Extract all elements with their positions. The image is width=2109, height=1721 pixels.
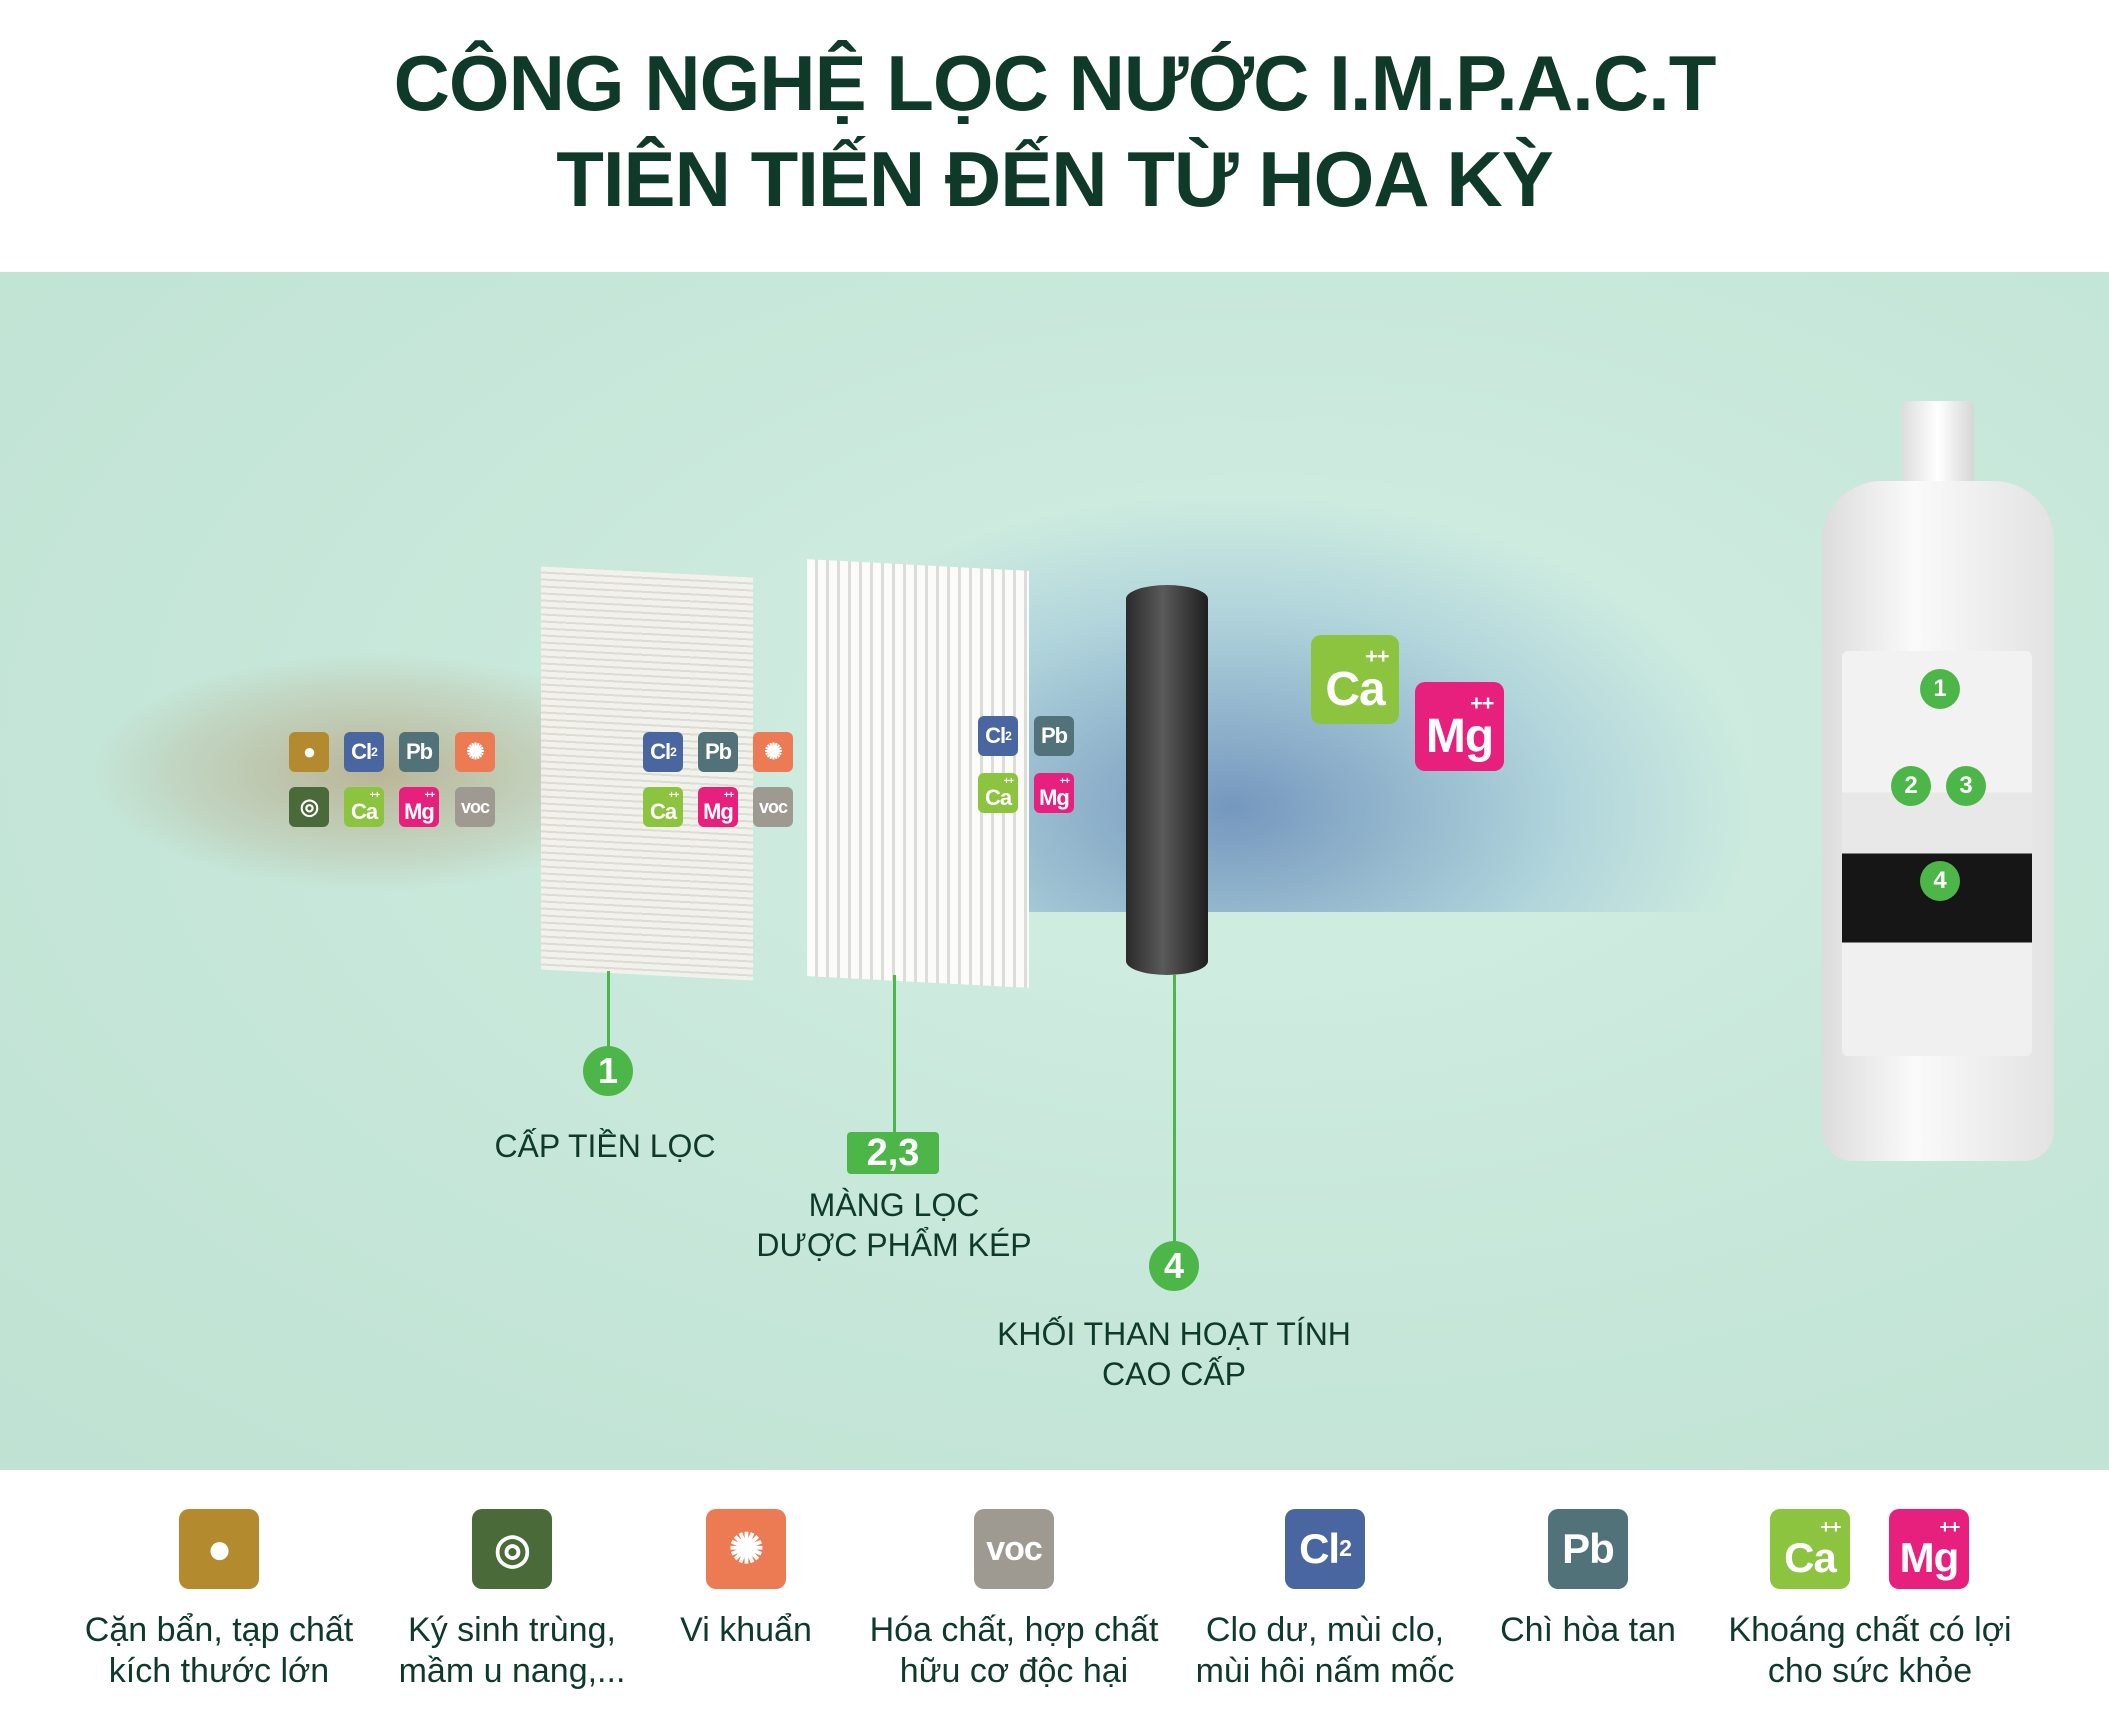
- bacteria-icon: ✺: [706, 1509, 786, 1589]
- charge-label: ++: [1939, 1516, 1960, 1538]
- legend-chlorine: Clo dư, mùi clo,mùi hôi nấm mốc: [1196, 1610, 1455, 1692]
- magnesium-icon: ++Mg: [399, 787, 439, 827]
- charge-label: ++: [1820, 1516, 1841, 1538]
- legend-text: hữu cơ độc hại: [899, 1652, 1129, 1690]
- magnesium-symbol: Mg: [1039, 784, 1070, 810]
- calcium-icon: ++Ca: [1770, 1509, 1850, 1589]
- calcium-symbol: Ca: [984, 784, 1012, 810]
- chlorine-symbol: Cl: [985, 723, 1006, 748]
- lead-icon: Pb: [1034, 716, 1074, 756]
- bacteria-icon: ✺: [753, 732, 793, 772]
- magnesium-symbol: Mg: [404, 798, 435, 824]
- calcium-icon: ++Ca: [978, 773, 1018, 813]
- chlorine-subscript: 2: [371, 744, 378, 759]
- calcium-symbol: Ca: [1784, 1534, 1837, 1582]
- sediment-icon: ●: [179, 1509, 259, 1589]
- stage-2-label-line-2: DƯỢC PHẨM KÉP: [756, 1227, 1032, 1263]
- dirty-water-splash: [90, 652, 570, 892]
- title-line-1: CÔNG NGHỆ LỌC NƯỚC I.M.P.A.C.T: [393, 39, 1717, 127]
- magnesium-icon: ++Mg: [1889, 1509, 1969, 1589]
- stage-2-3-number: 2,3: [847, 1132, 939, 1174]
- stage-1-leader-line: [607, 971, 610, 1049]
- legend-text: Khoáng chất có lợi: [1728, 1611, 2012, 1649]
- cartridge-marker-2: 2: [1891, 766, 1931, 806]
- legend-text: Cặn bẩn, tạp chất: [84, 1611, 354, 1649]
- magnesium-symbol: Mg: [1425, 710, 1494, 764]
- voc-icon: voc: [974, 1509, 1054, 1589]
- legend-text: mùi hôi nấm mốc: [1195, 1652, 1455, 1690]
- bacteria-icon: ✺: [455, 732, 495, 772]
- calcium-icon: ++Ca: [344, 787, 384, 827]
- charge-label: ++: [668, 790, 680, 802]
- prefilter-sheet: [541, 566, 753, 981]
- calcium-symbol: Ca: [1325, 663, 1385, 717]
- chlorine-subscript: 2: [670, 744, 677, 759]
- filter-cartridge: 1 2 3 4: [1822, 401, 2054, 1184]
- sediment-icon: ●: [289, 732, 329, 772]
- calcium-symbol: Ca: [350, 798, 378, 824]
- stage-4-number: 4: [1149, 1241, 1199, 1291]
- charge-label: ++: [424, 790, 436, 802]
- stage-1-number: 1: [583, 1046, 633, 1096]
- chlorine-symbol: Cl: [1299, 1525, 1340, 1572]
- legend-text: Clo dư, mùi clo,: [1205, 1611, 1445, 1649]
- chlorine-subscript: 2: [1339, 1535, 1352, 1562]
- parasite-icon: ◎: [472, 1509, 552, 1589]
- legend-lead: Chì hòa tan: [1500, 1610, 1676, 1651]
- cartridge-marker-1: 1: [1920, 669, 1960, 709]
- lead-icon: Pb: [1548, 1509, 1628, 1589]
- magnesium-symbol: Mg: [703, 798, 734, 824]
- stage-2-leader-line: [893, 975, 896, 1133]
- charge-label: ++: [1059, 776, 1071, 788]
- lead-icon: Pb: [698, 732, 738, 772]
- stage-2-label-line-1: MÀNG LỌC: [808, 1187, 980, 1223]
- legend-text: Vi khuẩn: [680, 1611, 812, 1649]
- stage-4-leader-line: [1173, 975, 1176, 1245]
- legend-text: Hóa chất, hợp chất: [869, 1611, 1159, 1649]
- title-line-2: TIÊN TIẾN ĐẾN TỪ HOA KỲ: [556, 135, 1554, 223]
- carbon-block: [1126, 585, 1208, 975]
- magnesium-icon-large: ++Mg: [1415, 682, 1504, 771]
- calcium-icon: ++Ca: [643, 787, 683, 827]
- stage-4-label-line-1: KHỐI THAN HOẠT TÍNH: [997, 1316, 1351, 1352]
- cartridge-marker-3: 3: [1946, 766, 1986, 806]
- magnesium-icon: ++Mg: [1034, 773, 1074, 813]
- charge-label: ++: [1470, 689, 1494, 715]
- calcium-symbol: Ca: [649, 798, 677, 824]
- legend-bacteria: Vi khuẩn: [680, 1610, 812, 1651]
- chlorine-symbol: Cl: [351, 739, 372, 764]
- legend-text: mầm u nang,...: [398, 1652, 626, 1690]
- lead-icon: Pb: [399, 732, 439, 772]
- legend-text: kích thước lớn: [108, 1652, 330, 1690]
- legend-text: cho sức khỏe: [1767, 1652, 1973, 1690]
- charge-label: ++: [723, 790, 735, 802]
- stage-1-label: CẤP TIỀN LỌC: [494, 1128, 716, 1164]
- magnesium-symbol: Mg: [1899, 1534, 1960, 1582]
- charge-label: ++: [1365, 642, 1389, 668]
- magnesium-icon: ++Mg: [698, 787, 738, 827]
- cartridge-marker-4: 4: [1920, 861, 1960, 901]
- voc-icon: voc: [753, 787, 793, 827]
- legend-text: Ký sinh trùng,: [408, 1611, 616, 1649]
- parasite-icon: ◎: [289, 787, 329, 827]
- calcium-icon-large: ++Ca: [1311, 635, 1399, 724]
- chlorine-subscript: 2: [1005, 728, 1012, 743]
- charge-label: ++: [369, 790, 381, 802]
- legend-parasite: Ký sinh trùng,mầm u nang,...: [399, 1610, 626, 1692]
- legend-text: Chì hòa tan: [1500, 1611, 1676, 1649]
- chlorine-symbol: Cl: [650, 739, 671, 764]
- stage-4-label-line-2: CAO CẤP: [1101, 1356, 1247, 1392]
- charge-label: ++: [1003, 776, 1015, 788]
- voc-icon: voc: [455, 787, 495, 827]
